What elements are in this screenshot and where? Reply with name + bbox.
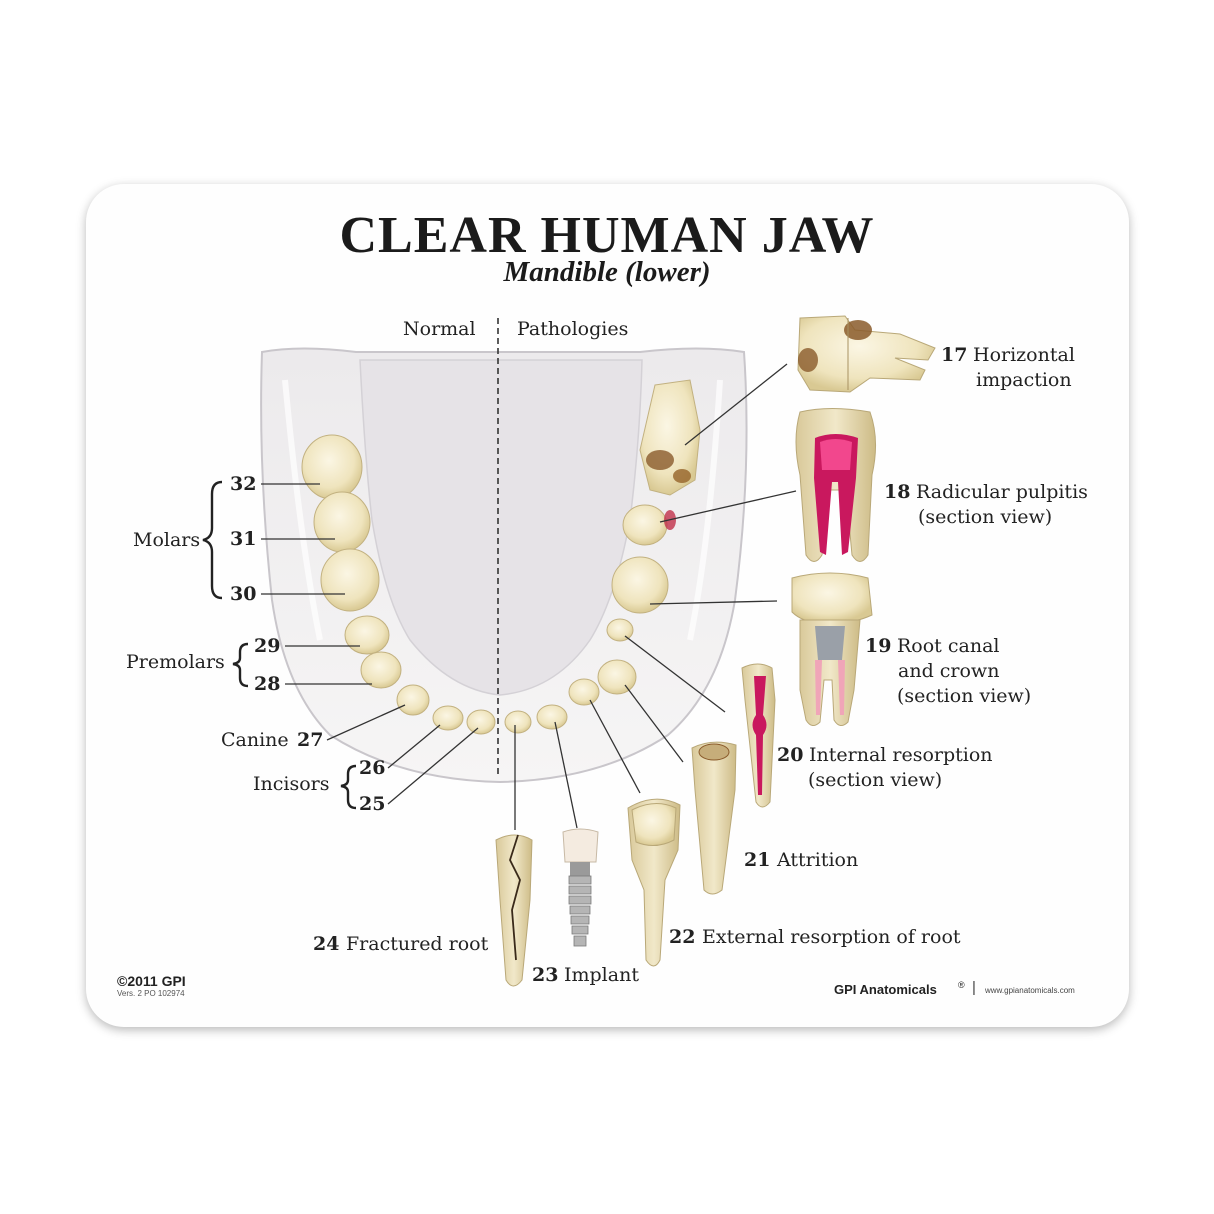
label-22-line1: External resorption of root (702, 926, 961, 948)
normal-leader-lines (261, 483, 479, 805)
tooth-number-26: 26 (359, 757, 386, 779)
label-20-line2: (section view) (808, 769, 943, 791)
label-24-line1: Fractured root (346, 933, 489, 955)
tooth-20-internal-resorption (741, 663, 776, 808)
label-21-line1: Attrition (777, 849, 859, 871)
label-24-number: 24 (313, 933, 340, 955)
tooth-17-horizontal-impaction (797, 315, 936, 393)
tooth-19-root-canal-crown (791, 572, 873, 726)
label-21-number: 21 (744, 849, 771, 871)
label-17-line1: Horizontal (973, 344, 1075, 366)
tooth-number-27: 27 (297, 729, 324, 751)
tooth-number-28: 28 (254, 673, 281, 695)
brand-mark: ® (958, 980, 965, 990)
label-19-line3: (section view) (897, 685, 1032, 707)
label-17-line2: impaction (976, 369, 1072, 391)
version: Vers. 2 PO 102974 (117, 989, 185, 998)
tooth-21-attrition (691, 741, 737, 895)
normal-teeth (301, 434, 496, 735)
website[interactable]: www.gpianatomicals.com (985, 986, 1075, 995)
pathology-leader-lines (514, 363, 797, 830)
label-20-line1: Internal resorption (809, 744, 993, 766)
molars-brace (202, 480, 223, 600)
label-18-number: 18 (884, 481, 911, 503)
tooth-22-external-resorption (627, 798, 681, 967)
label-18-line2: (section view) (918, 506, 1053, 528)
group-molars: Molars (133, 529, 201, 551)
tooth-number-32: 32 (230, 473, 257, 495)
premolars-brace (232, 642, 249, 688)
group-canine: Canine (221, 729, 289, 751)
copyright: ©2011 GPI (117, 973, 186, 989)
page-subtitle: Mandible (lower) (503, 256, 711, 288)
label-19-line2: and crown (898, 660, 1000, 682)
label-23-number: 23 (532, 964, 559, 986)
tooth-number-31: 31 (230, 528, 257, 550)
label-23-line1: Implant (564, 964, 639, 986)
label-17-number: 17 (941, 344, 968, 366)
label-19-line1: Root canal (897, 635, 1000, 657)
tooth-24-fractured-root (495, 834, 533, 987)
tooth-18-radicular-pulpitis (795, 408, 877, 562)
label-20-number: 20 (777, 744, 804, 766)
tooth-number-29: 29 (254, 635, 281, 657)
group-premolars: Premolars (126, 651, 225, 673)
tooth-number-25: 25 (359, 793, 386, 815)
section-pathologies: Pathologies (517, 318, 629, 340)
page-title: CLEAR HUMAN JAW (339, 207, 875, 264)
footer-divider: | (972, 979, 976, 996)
tooth-number-30: 30 (230, 583, 257, 605)
tooth-23-implant (562, 828, 599, 947)
label-22-number: 22 (669, 926, 696, 948)
pathology-teeth (504, 379, 701, 734)
label-19-number: 19 (865, 635, 892, 657)
brand-name: GPI Anatomicals (834, 982, 937, 997)
group-incisors: Incisors (253, 773, 330, 795)
incisors-brace (340, 764, 357, 810)
label-18-line1: Radicular pulpitis (916, 481, 1088, 503)
section-normal: Normal (403, 318, 476, 340)
